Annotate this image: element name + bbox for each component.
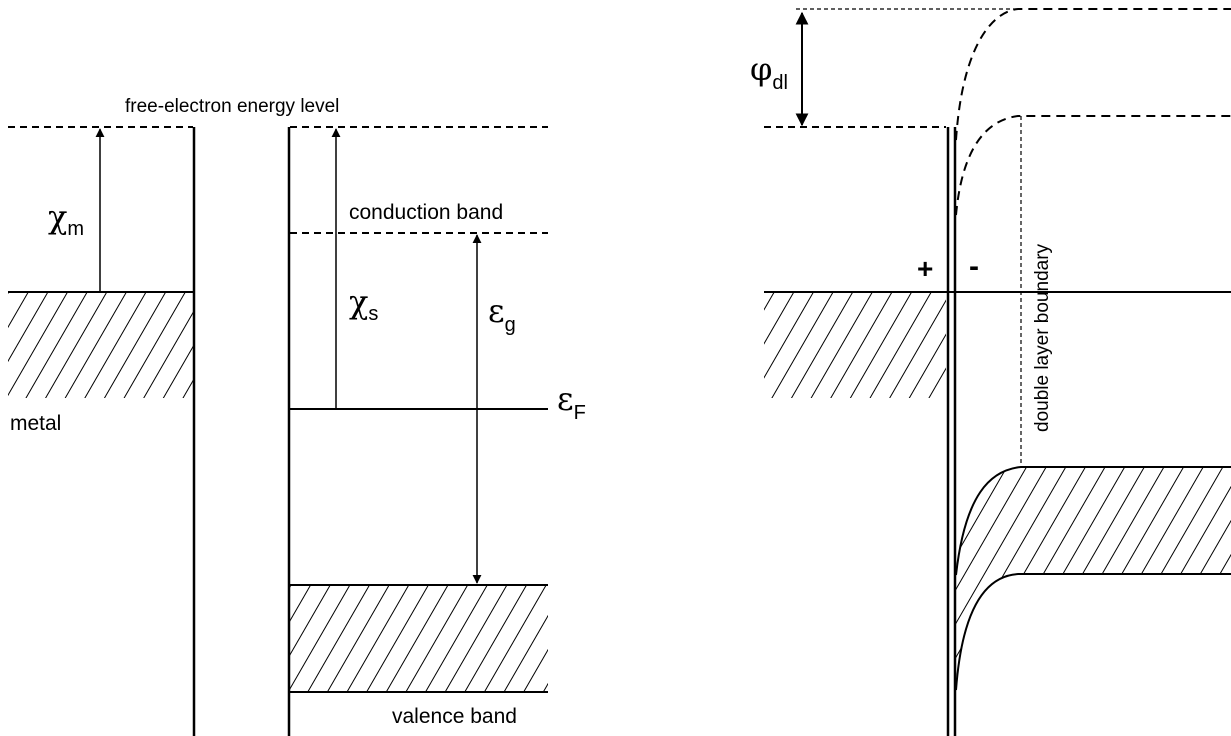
valence-band-bent-hatch — [956, 467, 1231, 690]
conduction-band-label: conduction band — [349, 201, 503, 224]
valence-band-bent-top — [955, 466, 1231, 576]
plus-charge: + — [917, 253, 933, 284]
eps-g-symbol: εg — [488, 292, 516, 336]
free-electron-label: free-electron energy level — [125, 96, 339, 117]
conduction-band-bent — [955, 115, 1231, 216]
double-layer-boundary-label: double layer boundary — [1032, 243, 1053, 432]
valence-band-bent-bottom — [955, 573, 1231, 691]
chi-s-symbol: χs — [349, 283, 378, 325]
valence-band-hatch — [290, 585, 548, 692]
minus-charge: - — [969, 250, 979, 283]
phi-dl-symbol: φdl — [750, 50, 788, 94]
chi-m-symbol: χm — [48, 198, 84, 240]
right-diagram: φdl + - double layer boundary — [750, 8, 1231, 736]
left-diagram: free-electron energy level conduction ba… — [8, 96, 586, 736]
metal-hatch — [8, 292, 193, 398]
valence-band-label: valence band — [392, 705, 517, 728]
vacuum-level-bent — [955, 8, 1231, 141]
eps-f-symbol: εF — [557, 380, 586, 424]
metal-hatch-right — [764, 292, 946, 398]
metal-label: metal — [10, 412, 61, 435]
